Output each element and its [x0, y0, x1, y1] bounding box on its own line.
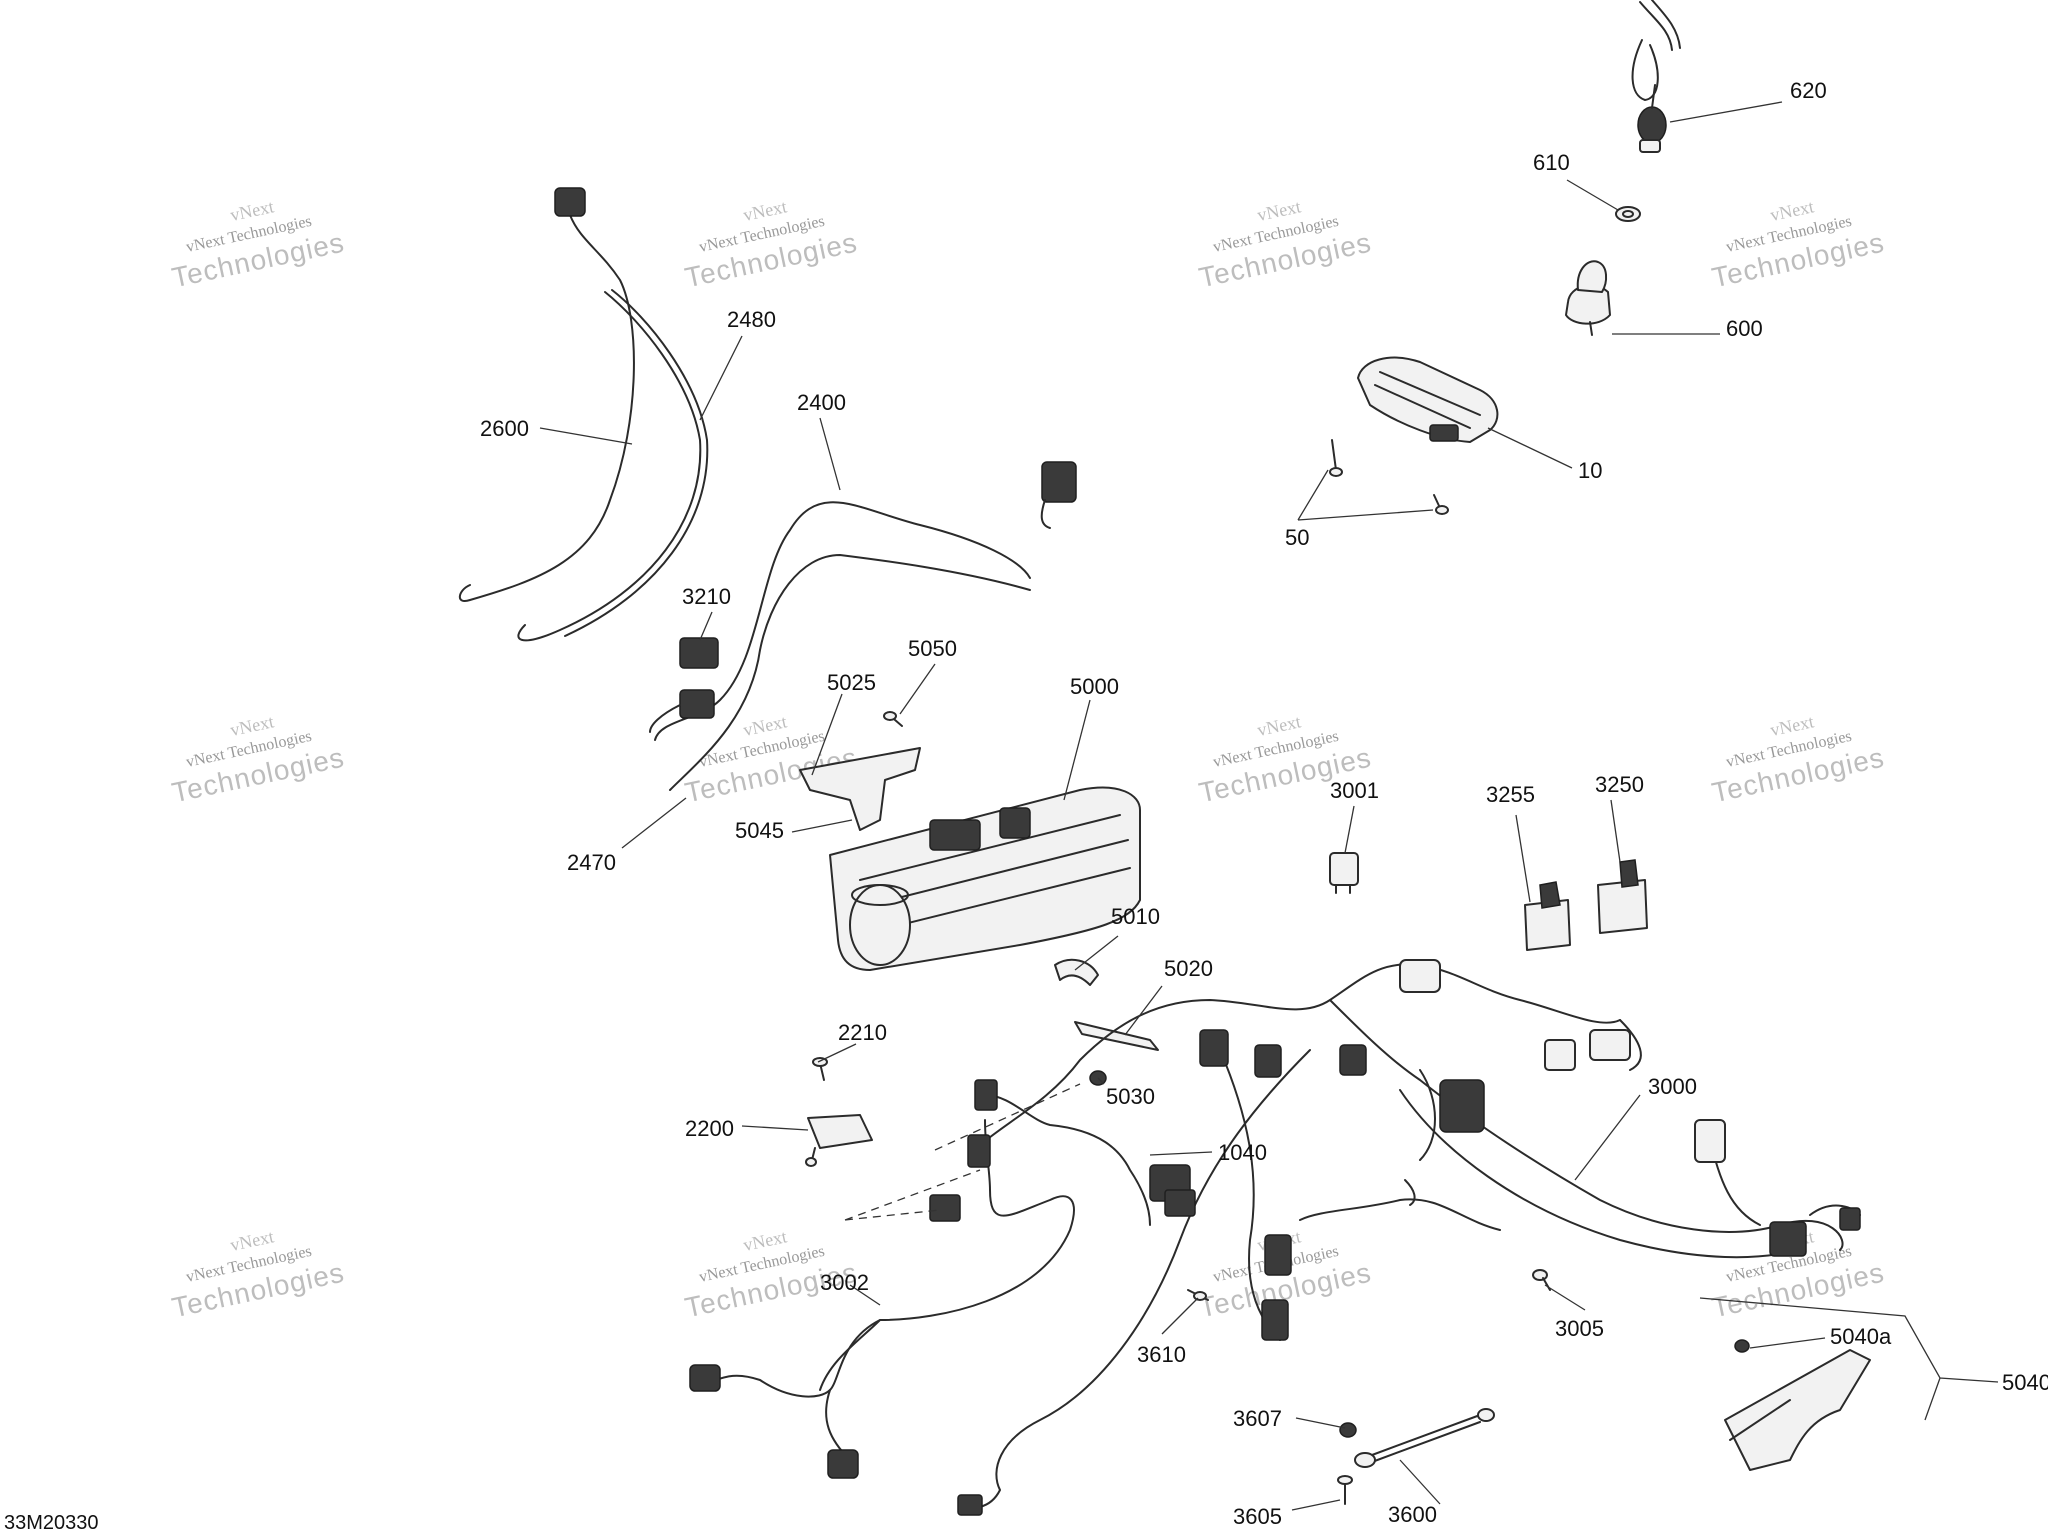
part-5000-ecu	[829, 786, 1141, 971]
part-3000-main-harness	[957, 959, 1861, 1516]
part-600-switch	[1565, 260, 1611, 336]
callout-2200: 2200	[685, 1116, 734, 1141]
part-5050-bolt	[883, 711, 903, 727]
callout-2470: 2470	[567, 850, 616, 875]
part-10-module	[1357, 356, 1499, 443]
part-3607-nut	[1339, 1422, 1357, 1438]
callout-2210: 2210	[838, 1020, 887, 1045]
drawing-code: 33M20330	[4, 1512, 99, 1534]
callout-620: 620	[1790, 78, 1827, 103]
callout-1040: 1040	[1218, 1140, 1267, 1165]
callout-5010: 5010	[1111, 904, 1160, 929]
callout-5040: 5040	[2002, 1370, 2048, 1395]
part-5040-cover	[1724, 1339, 1871, 1471]
part-5020-strap	[1074, 1021, 1159, 1051]
callout-5040a: 5040a	[1830, 1324, 1892, 1349]
part-3001-relay	[1329, 852, 1359, 894]
callout-3600: 3600	[1388, 1502, 1437, 1527]
callout-3002: 3002	[820, 1270, 869, 1295]
part-3250-switch	[1597, 859, 1648, 934]
part-3610-bolt	[1187, 1289, 1209, 1301]
part-3210-connectors	[649, 637, 719, 733]
callout-3005: 3005	[1555, 1316, 1604, 1341]
callout-2600: 2600	[480, 416, 529, 441]
callout-3000: 3000	[1648, 1074, 1697, 1099]
part-610-nut	[1615, 206, 1641, 222]
part-5010-clip	[1054, 958, 1099, 986]
part-50-screws	[1329, 439, 1449, 515]
part-3605-bolt	[1337, 1475, 1353, 1505]
callout-2480: 2480	[727, 307, 776, 332]
part-620-safety-lanyard	[1631, 0, 1681, 153]
callout-5000: 5000	[1070, 674, 1119, 699]
callout-610: 610	[1533, 150, 1570, 175]
part-2480-tube	[517, 289, 709, 642]
callout-3210: 3210	[682, 584, 731, 609]
part-5045-bracket	[799, 747, 921, 831]
callout-3250: 3250	[1595, 772, 1644, 797]
callout-3605: 3605	[1233, 1504, 1282, 1529]
part-3255-switch	[1524, 881, 1571, 951]
callout-5045: 5045	[735, 818, 784, 843]
callout-5025: 5025	[827, 670, 876, 695]
part-3600-ground-strap	[1354, 1408, 1495, 1468]
callout-2400: 2400	[797, 390, 846, 415]
part-3005-bolt	[1532, 1269, 1551, 1291]
callout-600: 600	[1726, 316, 1763, 341]
leader-lines	[539, 101, 1999, 1511]
callout-5030: 5030	[1106, 1084, 1155, 1109]
callout-3607: 3607	[1233, 1406, 1282, 1431]
part-2400-harness	[654, 461, 1077, 791]
callout-3001: 3001	[1330, 778, 1379, 803]
part-2200-sensor	[805, 1114, 873, 1167]
callout-50: 50	[1285, 525, 1310, 550]
callout-3255: 3255	[1486, 782, 1535, 807]
part-2600-cable	[458, 187, 635, 602]
callout-10: 10	[1578, 458, 1603, 483]
callout-5050: 5050	[908, 636, 957, 661]
callout-3610: 3610	[1137, 1342, 1186, 1367]
part-1040-harness	[967, 1079, 1196, 1226]
callout-5020: 5020	[1164, 956, 1213, 981]
part-3002-harness	[689, 1189, 1075, 1479]
